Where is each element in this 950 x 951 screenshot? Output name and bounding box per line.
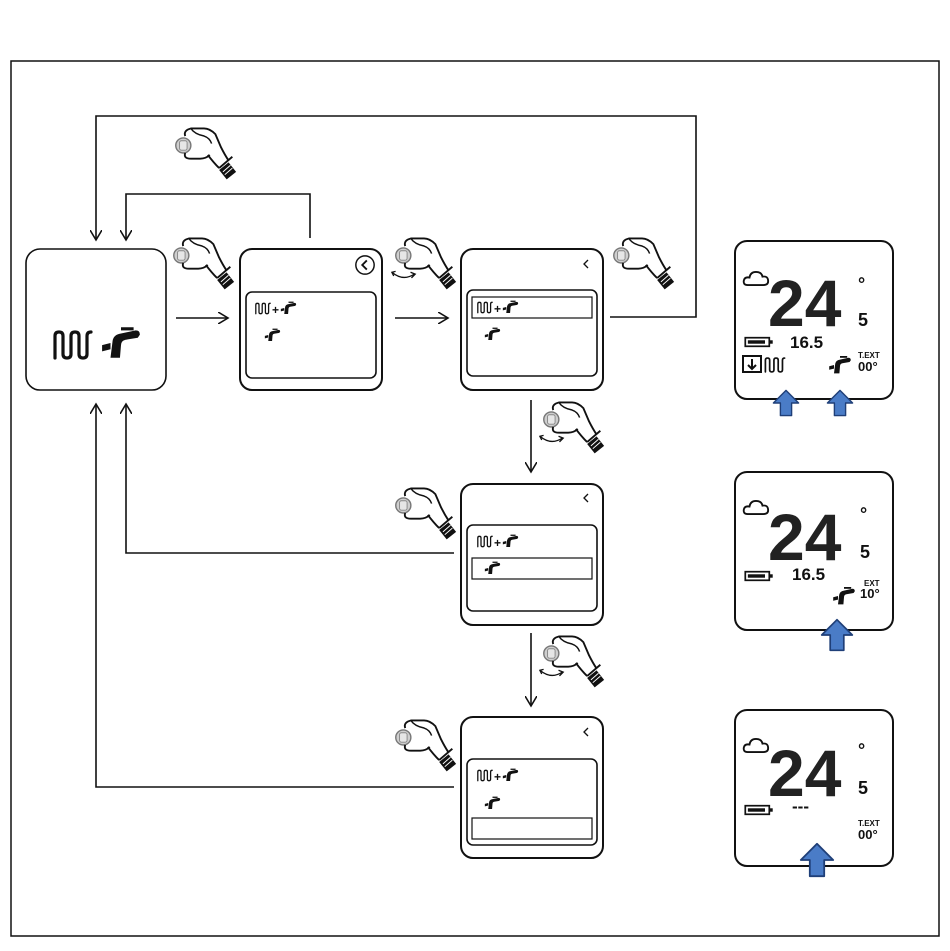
display-none: 24 ° 5 --- T.EXT 00° xyxy=(735,710,893,876)
option-plus: + xyxy=(272,303,279,317)
menu-highlight xyxy=(472,818,592,839)
main-temperature: 24 xyxy=(768,266,842,340)
hand-rotate-icon xyxy=(396,238,456,289)
set-temperature: --- xyxy=(792,797,809,816)
degree-symbol: ° xyxy=(858,274,865,294)
hand-press-icon xyxy=(176,128,236,179)
menu-screen-1: + xyxy=(240,249,382,390)
hand-rotate-icon xyxy=(544,636,604,687)
text-value: 00° xyxy=(858,359,878,374)
option-plus: + xyxy=(494,536,501,550)
main-decimal: 5 xyxy=(860,542,870,562)
main-decimal: 5 xyxy=(858,310,868,330)
rotate-arc-icon xyxy=(392,271,415,278)
rotate-arc-icon xyxy=(540,669,563,676)
hand-press-icon xyxy=(396,488,456,539)
set-temperature: 16.5 xyxy=(792,565,825,584)
hand-press-icon xyxy=(396,720,456,771)
menu-screen-2: + xyxy=(461,249,603,390)
option-plus: + xyxy=(494,770,501,784)
loop-bottom xyxy=(96,404,454,787)
menu-screen-3: + xyxy=(461,484,603,625)
rotate-arc-icon xyxy=(540,435,563,442)
hand-press-icon xyxy=(174,238,234,289)
menu-screen-4: + xyxy=(461,717,603,858)
loop-middle xyxy=(126,404,454,553)
display-water: 24 ° 5 16.5 EXT 10° xyxy=(735,472,893,650)
degree-symbol: ° xyxy=(860,504,867,524)
display-both: 24 ° 5 16.5 T.EXT 00° xyxy=(735,241,893,416)
text-value: 10° xyxy=(860,586,880,601)
option-plus: + xyxy=(494,302,501,316)
connectors xyxy=(96,116,696,787)
text-value: 00° xyxy=(858,827,878,842)
home-screen xyxy=(26,249,166,390)
hand-rotate-icon xyxy=(544,402,604,453)
hand-press-icon xyxy=(614,238,674,289)
degree-symbol: ° xyxy=(858,740,865,760)
main-decimal: 5 xyxy=(858,778,868,798)
loop-top-inner xyxy=(126,194,310,240)
set-temperature: 16.5 xyxy=(790,333,823,352)
main-temperature: 24 xyxy=(768,500,842,574)
